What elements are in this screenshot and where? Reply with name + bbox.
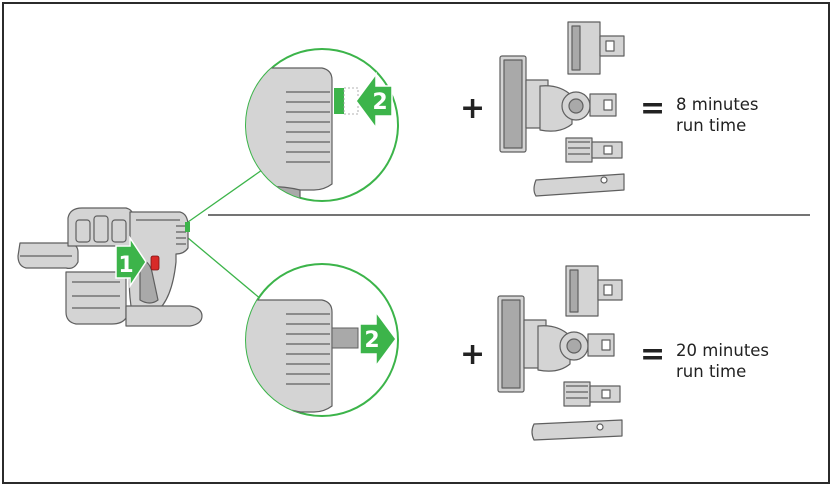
diagram-frame: [2, 2, 830, 484]
motorized-floor-tool-icon: [499, 55, 617, 153]
equals-sign-bottom: =: [640, 337, 666, 372]
mini-motorized-tool-icon: [567, 21, 625, 75]
handheld-vacuum-icon: [17, 207, 203, 327]
combination-tool-icon: [565, 137, 623, 163]
crevice-tool-icon: [533, 173, 625, 197]
battery-button-icon: [185, 222, 190, 232]
combination-tool-icon: [563, 381, 621, 407]
plus-sign-top: +: [460, 91, 486, 126]
tool-set-top: [499, 21, 625, 197]
tool-set-bottom: [497, 265, 623, 441]
detail-circle-icon: 2: [245, 48, 399, 202]
equals-sign-top: =: [640, 91, 666, 126]
connector-line-bottom: [187, 237, 263, 301]
runtime-bottom-line1: 20 minutes: [676, 341, 770, 360]
mini-motorized-tool-icon: [565, 265, 623, 317]
step-2-badge-top: 2: [372, 90, 387, 115]
trigger-icon: [150, 255, 160, 271]
runtime-top-line2: run time: [676, 116, 747, 135]
battery-button-icon: [334, 88, 344, 114]
detail-circle-icon: 2: [245, 263, 399, 417]
plus-sign-bottom: +: [460, 337, 486, 372]
runtime-bottom-line2: run time: [676, 362, 747, 381]
crevice-tool-icon: [531, 419, 623, 441]
connector-line-top: [187, 169, 263, 223]
motorized-floor-tool-icon: [497, 295, 615, 393]
step-1-arrow-icon: 1: [115, 235, 147, 289]
runtime-top-line1: 8 minutes: [676, 95, 759, 114]
step-1-badge: 1: [118, 253, 133, 278]
step-2-badge-bottom: 2: [364, 328, 379, 353]
